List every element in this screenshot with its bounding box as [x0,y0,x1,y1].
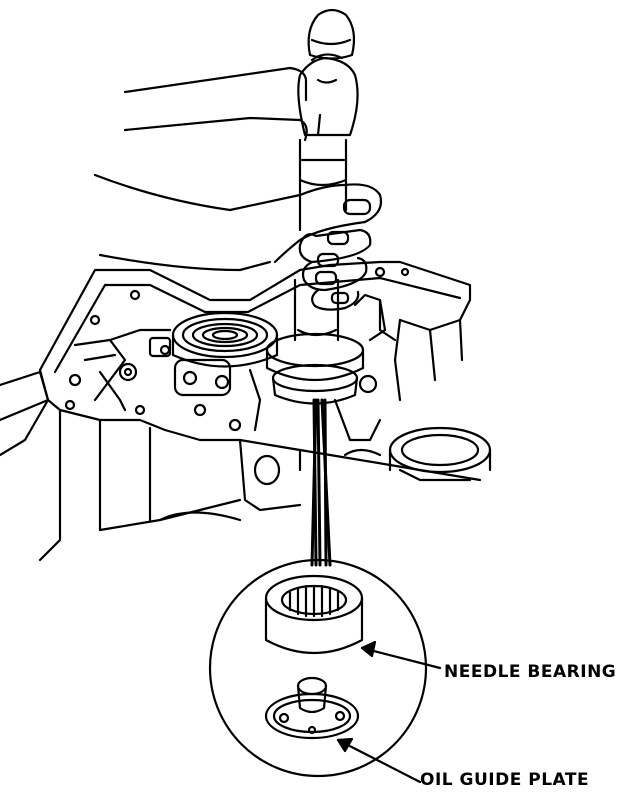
hands [93,66,383,311]
needle-bearing-part [264,574,364,654]
detail-leader [310,398,332,567]
oil-guide-plate-part [264,676,360,740]
driver-tool [265,8,387,405]
detail-inset [208,558,428,778]
transmission-housing [0,260,492,562]
callout-arrows [336,640,442,784]
needle-bearing-label: NEEDLE BEARING [444,662,617,682]
oil-guide-plate-label: OIL GUIDE PLATE [420,770,590,790]
